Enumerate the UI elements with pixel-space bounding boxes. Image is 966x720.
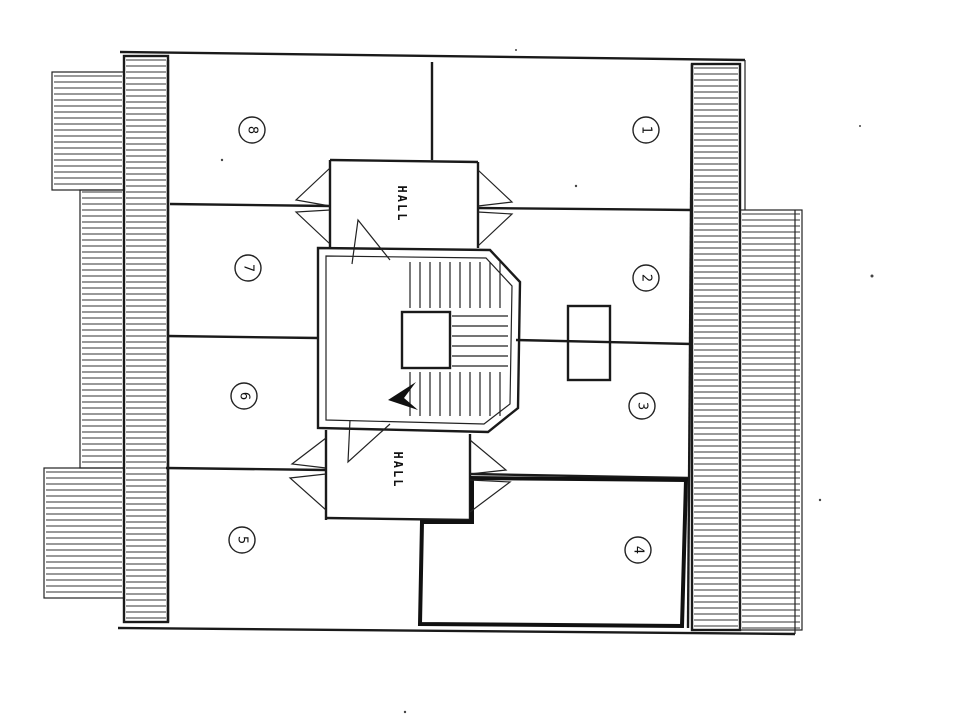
room-8-label: 8 xyxy=(238,116,266,144)
room-1-label: 1 xyxy=(632,116,660,144)
hall-labels: HALL HALL xyxy=(391,186,409,489)
room-6-label: 6 xyxy=(230,382,258,410)
door-swings xyxy=(288,167,514,513)
room-4-outline xyxy=(417,475,689,629)
left-corridor-strip xyxy=(122,54,170,624)
hall-label-lower: HALL xyxy=(391,452,405,489)
room-number: 6 xyxy=(237,392,252,400)
room-3-label: 3 xyxy=(628,392,656,420)
room-number: 4 xyxy=(631,546,646,554)
room-4-label: 4 xyxy=(624,536,652,564)
left-balcony xyxy=(43,71,125,599)
room-number: 7 xyxy=(241,264,256,272)
scan-specks xyxy=(220,49,874,714)
room-number: 8 xyxy=(245,126,260,134)
room-number: 5 xyxy=(235,536,250,544)
hall-label-upper: HALL xyxy=(395,186,409,223)
right-balcony xyxy=(739,209,803,631)
right-corridor-strip xyxy=(690,62,742,632)
stair-direction-arrow-icon xyxy=(388,382,418,410)
room-2-label: 2 xyxy=(632,264,660,292)
room-partitions xyxy=(165,62,693,522)
room-number: 3 xyxy=(635,402,650,410)
outer-walls xyxy=(117,50,796,636)
stair-core xyxy=(316,246,522,434)
room-labels: 1 2 3 4 5 6 7 8 xyxy=(228,116,660,564)
room-7-label: 7 xyxy=(234,254,262,282)
room-number: 2 xyxy=(639,274,654,282)
room-number: 1 xyxy=(639,126,654,134)
room-5-label: 5 xyxy=(228,526,256,554)
